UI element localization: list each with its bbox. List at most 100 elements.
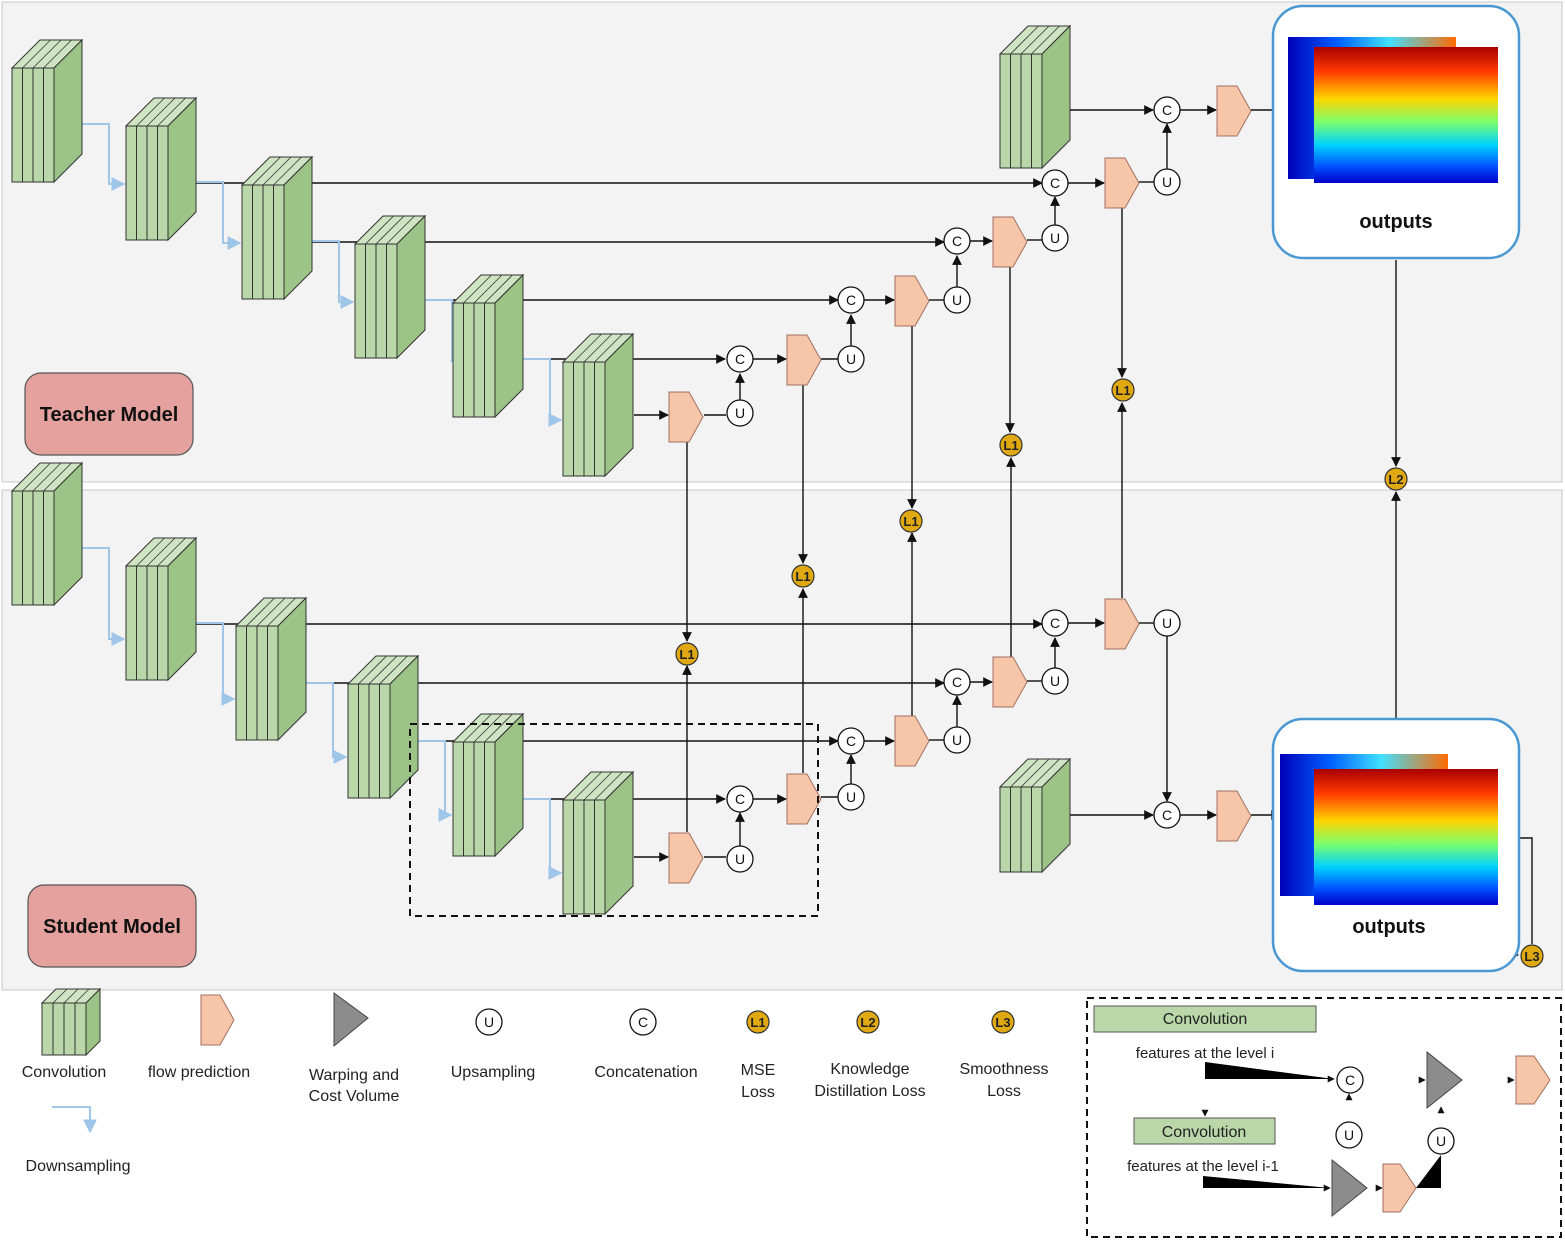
teacher-conv-block-1: [10, 38, 84, 184]
teacher-conv-block-2: [124, 96, 198, 242]
student-flow-5: [1104, 598, 1140, 650]
student-up-5: U: [1153, 609, 1181, 637]
student-up-1-text: U: [735, 851, 745, 867]
legend-smooth-icon-text: L3: [995, 1015, 1010, 1030]
legend-smooth-label-1: Smoothness: [960, 1061, 1049, 1078]
legend-kd-label-2: Distillation Loss: [814, 1083, 925, 1100]
student-concat-3: C: [943, 668, 971, 696]
student-concat-1: C: [726, 785, 754, 813]
teacher-concat-4: C: [1041, 169, 1069, 197]
teacher-flow-1: [668, 391, 704, 443]
mse-loss-l1-1-text: L1: [679, 647, 694, 662]
teacher-concat-2-text: C: [846, 292, 856, 308]
legend-convolution-label: Convolution: [22, 1064, 107, 1081]
teacher-downsample-arrow-3: [312, 240, 355, 309]
student-up-4-text: U: [1050, 673, 1060, 689]
student-flow-map-front: [1314, 769, 1498, 905]
legend-smooth-icon: L3: [991, 1010, 1015, 1034]
legend-upsampling-icon-text: U: [484, 1014, 494, 1030]
student-outputs-label: outputs: [1352, 916, 1425, 938]
legend-concat-icon: C: [629, 1008, 657, 1036]
student-concat-2-text: C: [846, 733, 856, 749]
teacher-up-3-text: U: [952, 292, 962, 308]
teacher-flow-map-front: [1314, 47, 1498, 183]
legend-downsampling-icon: [52, 1106, 97, 1134]
teacher-model-badge: [24, 372, 194, 456]
teacher-downsample-arrow-2: [196, 181, 242, 250]
legend-smooth-label-2: Loss: [987, 1083, 1021, 1100]
student-downsample-arrow-5: [523, 798, 563, 880]
inset-up-right-text: U: [1436, 1133, 1446, 1149]
student-concat-4: C: [1041, 609, 1069, 637]
mse-loss-l1-4: L1: [999, 433, 1023, 457]
teacher-conv-block-3: [240, 155, 314, 301]
student-conv-block-2: [124, 536, 198, 682]
student-flow-3: [894, 715, 930, 767]
inset-features-i-to-c: [1205, 1062, 1335, 1083]
student-downsample-arrow-1: [82, 547, 126, 646]
teacher-flow-final: [1216, 85, 1252, 137]
student-conv-block-1: [10, 461, 84, 607]
mse-loss-l1-3: L1: [899, 509, 923, 533]
student-up-3-text: U: [952, 732, 962, 748]
inset-conv-bottom-label: Convolution: [1162, 1124, 1247, 1141]
inset-features-i1: features at the level i-1: [1127, 1158, 1279, 1175]
teacher-conv-block-6: [561, 332, 635, 478]
inset-flow-to-up: [1416, 1155, 1441, 1188]
student-concat-5: C: [1153, 801, 1181, 829]
student-downsample-arrow-4: [418, 740, 453, 822]
student-up-4: U: [1041, 667, 1069, 695]
legend-mse-label-1: MSE: [741, 1062, 776, 1079]
teacher-model-label: Teacher Model: [40, 404, 179, 426]
teacher-downsample-arrow-4: [425, 299, 464, 368]
student-up-2: U: [837, 783, 865, 811]
teacher-concat-3-text: C: [952, 233, 962, 249]
student-up-1: U: [726, 845, 754, 873]
teacher-flow-2: [786, 334, 822, 386]
student-downsample-arrow-2: [196, 622, 236, 706]
legend-warping-icon: [333, 992, 369, 1048]
teacher-conv-block-5: [451, 273, 525, 419]
legend-convolution-icon: [40, 987, 102, 1057]
teacher-downsample-arrow-5: [523, 358, 563, 427]
inset-up-left: U: [1335, 1121, 1363, 1149]
student-up-2-text: U: [846, 789, 856, 805]
student-model-label: Student Model: [43, 916, 181, 938]
downsampling-arrows: [82, 123, 563, 880]
legend-kd-icon-text: L2: [860, 1015, 875, 1030]
student-up-5-text: U: [1162, 615, 1172, 631]
teacher-concat-1: C: [726, 345, 754, 373]
mse-loss-l1-5-text: L1: [1115, 383, 1130, 398]
teacher-concat-3: C: [943, 227, 971, 255]
student-concat-5-text: C: [1162, 807, 1172, 823]
student-concat-3-text: C: [952, 674, 962, 690]
mse-loss-l1-2-text: L1: [795, 569, 810, 584]
inset-concat-text: C: [1345, 1072, 1355, 1088]
student-up-3: U: [943, 726, 971, 754]
teacher-up-2: U: [837, 345, 865, 373]
student-flow-2: [786, 773, 822, 825]
teacher-up-5-text: U: [1162, 174, 1172, 190]
legend-concat-label: Concatenation: [594, 1064, 697, 1081]
legend-kd-label-1: Knowledge: [830, 1061, 909, 1078]
smoothness-loss-l3-text: L3: [1524, 949, 1539, 964]
legend-mse-label-2: Loss: [741, 1084, 775, 1101]
teacher-up-4-text: U: [1050, 230, 1060, 246]
teacher-concat-4-text: C: [1050, 175, 1060, 191]
student-flow-1: [668, 832, 704, 884]
student-concat-4-text: C: [1050, 615, 1060, 631]
teacher-concat-2: C: [837, 286, 865, 314]
student-conv-block-6: [561, 770, 635, 916]
inset-conv-top-label: Convolution: [1163, 1011, 1248, 1028]
inset-features-i1-to-warp: [1203, 1176, 1331, 1192]
student-model-badge: [27, 884, 197, 968]
student-conv-block-4: [346, 654, 420, 800]
kd-loss-l2: L2: [1384, 467, 1408, 491]
mse-loss-l1-4-text: L1: [1003, 438, 1018, 453]
legend-flow-icon: [200, 994, 235, 1046]
teacher-conv-block-4: [353, 214, 427, 360]
inset-conv-top-box: [1093, 1005, 1317, 1033]
legend-upsampling-label: Upsampling: [451, 1064, 535, 1081]
legend-kd-icon: L2: [856, 1010, 880, 1034]
